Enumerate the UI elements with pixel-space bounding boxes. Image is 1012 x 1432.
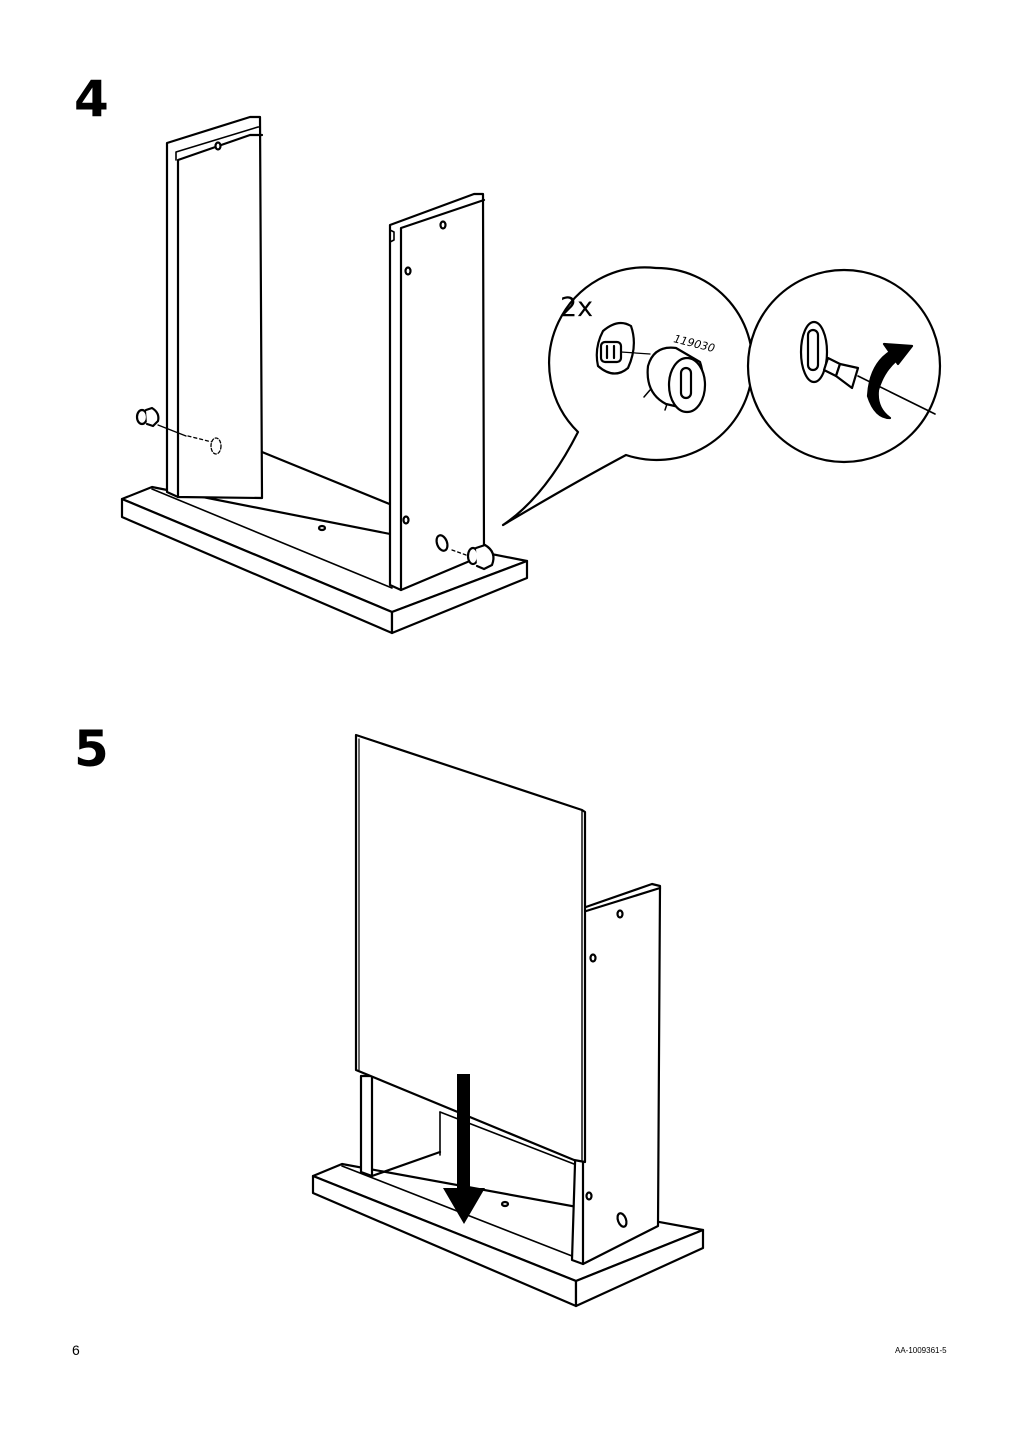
cam-lock-connector-icon: [135, 406, 222, 455]
document-code: AA-1009361-5: [895, 1346, 947, 1355]
cam-lock-icon: [643, 346, 707, 414]
step-5-illustration: [311, 733, 705, 1308]
tighten-detail-callout: [746, 268, 942, 464]
cam-lock-dowel-icon: [595, 321, 651, 375]
part-count: 2x: [560, 292, 593, 323]
step-4-illustration: 2x 119030: [120, 115, 942, 635]
cam-lock-detail-callout: 2x 119030: [501, 266, 754, 527]
step-4-number: 4: [74, 70, 109, 128]
rotate-arrow-icon: [866, 342, 914, 420]
down-arrow-icon: [443, 1074, 485, 1224]
page-number: 6: [72, 1342, 80, 1358]
back-panel: [354, 733, 587, 1165]
screwdriver-icon: [822, 356, 936, 415]
cam-lock-connector-icon: [466, 543, 495, 571]
right-side-panel: [388, 192, 486, 592]
step-5-number: 5: [74, 720, 109, 778]
left-side-panel: [165, 115, 264, 500]
